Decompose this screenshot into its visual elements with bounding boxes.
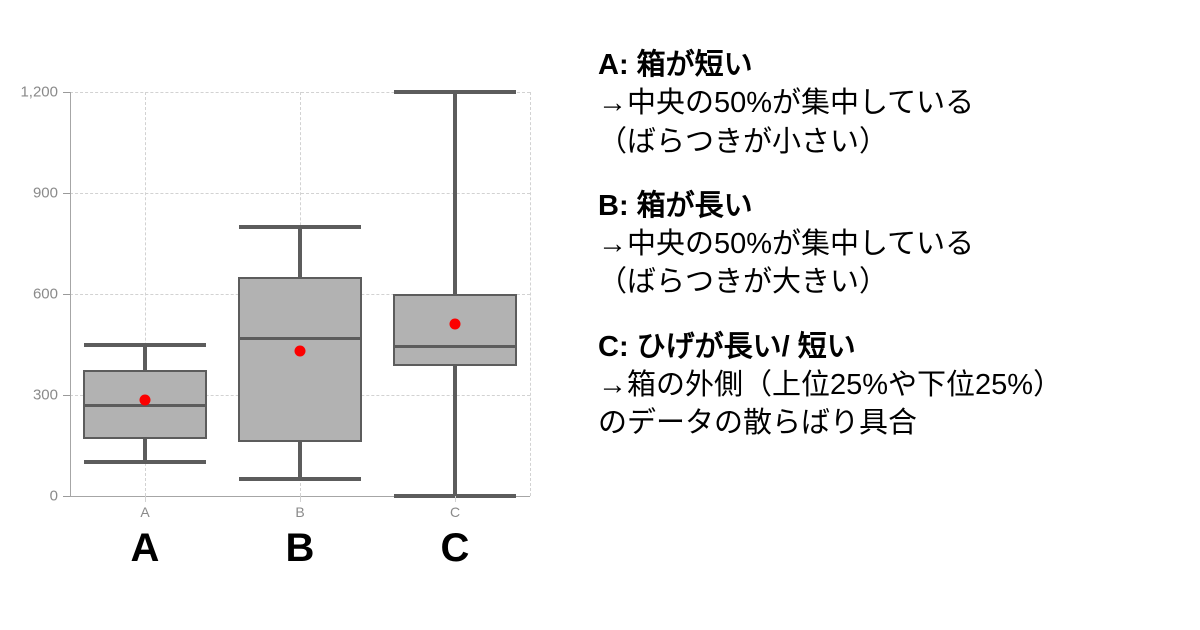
x-axis-category-label: C [449,504,461,520]
whisker-stem-upper [453,92,457,294]
whisker-stem-upper [143,344,147,370]
note-block: C: ひげが長い/ 短い →箱の外側（上位25%や下位25%） のデータの散らばり具… [598,328,1198,443]
whisker-cap-lower [84,460,206,465]
y-axis-tick-mark [63,395,70,396]
mean-marker [294,345,306,357]
note-block: B: 箱が長い →中央の50%が集中している （ばらつきが大きい） [598,187,1198,302]
whisker-stem-upper [298,226,302,278]
note-line: （ばらつきが大きい） [598,266,889,299]
y-axis-tick-mark [63,496,70,497]
note-heading: C: ひげが長い/ 短い [598,330,856,363]
y-axis-tick-mark [63,294,70,295]
note-heading: A: 箱が短い [598,49,753,81]
median-line [393,345,517,349]
gridline-vertical [145,92,146,496]
whisker-cap-lower [239,477,361,482]
whisker-stem-lower [298,442,302,480]
y-axis-tick-label: 1,200 [20,83,58,101]
x-axis-tick-mark [455,496,456,502]
note-block: A: 箱が短い →中央の50%が集中している （ばらつきが小さい） [598,46,1198,161]
median-line [83,404,207,408]
whisker-cap-upper [84,342,206,347]
note-line: →中央の50%が集中している [598,228,975,261]
box-c[interactable] [393,294,517,367]
x-axis-category-label: A [140,504,150,520]
note-line: →箱の外側（上位25%や下位25%） [598,368,1063,401]
box-b[interactable] [238,277,362,443]
y-axis-tick-label: 600 [32,285,58,303]
gridline-vertical [530,92,531,496]
whisker-stem-lower [453,366,457,496]
y-axis-tick-mark [63,92,70,93]
note-line: のデータの散らばり具合 [598,407,918,440]
whisker-cap-upper [394,90,516,94]
annotation-notes-panel: A: 箱が短い →中央の50%が集中している （ばらつきが小さい） B: 箱が長い →中… [598,46,1198,442]
y-axis-line [70,92,71,496]
x-axis-tick-mark [145,496,146,502]
category-title-a: A [130,526,160,570]
note-heading: B: 箱が長い [598,189,753,222]
mean-marker [449,318,461,330]
category-title-b: B [285,526,315,570]
category-title-c: C [440,526,470,570]
y-axis-tick-mark [63,193,70,194]
y-axis-tick-label: 300 [32,386,58,404]
y-axis-tick-label: 900 [32,184,58,202]
note-line: →中央の50%が集中している [598,87,975,120]
x-axis-category-label: B [295,504,305,520]
whisker-cap-upper [239,224,361,229]
x-axis-tick-mark [300,496,301,502]
median-line [238,336,362,340]
mean-marker [139,394,151,406]
whisker-stem-lower [143,438,147,463]
y-axis-tick-label: 0 [49,487,58,505]
note-line: （ばらつきが小さい） [598,125,889,158]
